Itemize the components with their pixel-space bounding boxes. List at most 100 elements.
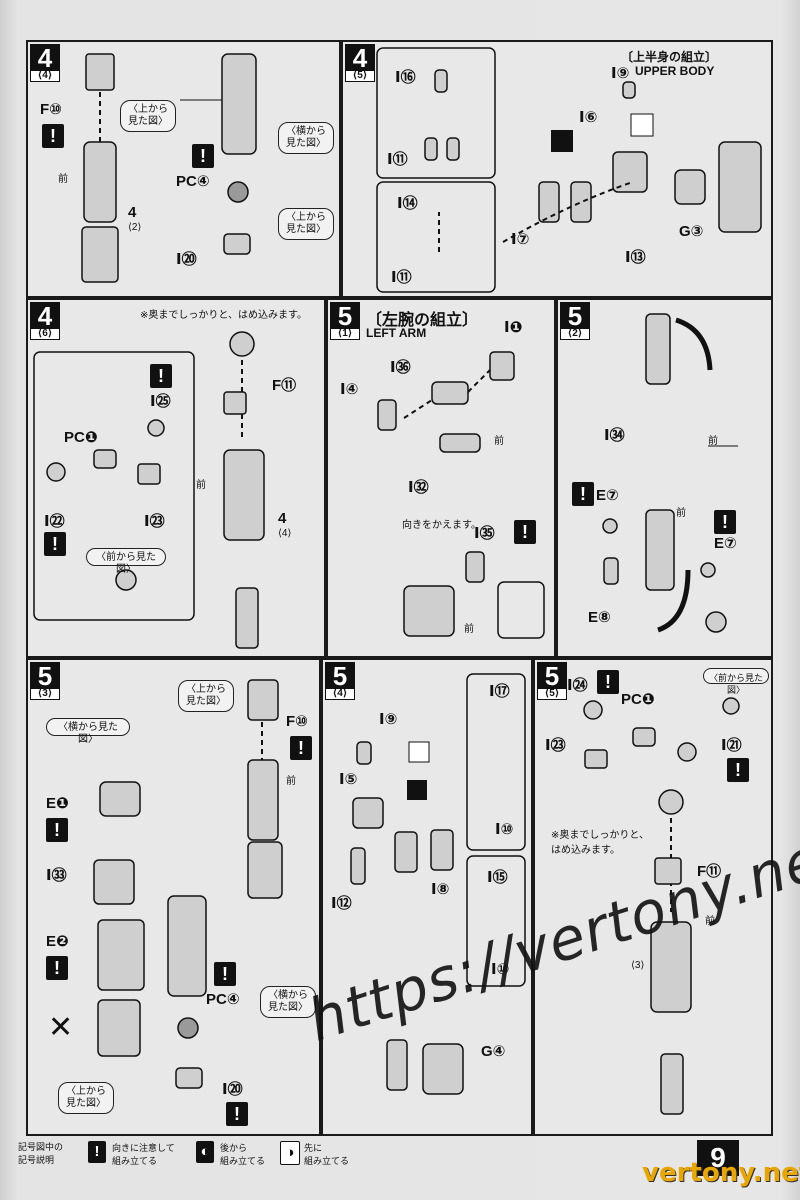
part-label-pc4: PC④ [206,991,240,1008]
assembly-illustration [376,47,762,293]
caution-icon: ! [192,144,214,168]
part-label-i23: Ⅰ㉓ [545,737,566,754]
ref-step-sub: ⟨2⟩ [128,222,142,233]
panel-5-3: 5⟨3⟩ 〈上から 見た図〉 〈横から見た図〉 F⑩ ! 前 E❶ ! Ⅰ㉝ E… [26,658,321,1136]
part-label-i33: Ⅰ㉝ [46,867,67,884]
step-badge: 5⟨2⟩ [560,302,590,340]
part-label-i17: Ⅰ⑰ [489,683,510,700]
front-label: 前 [708,436,718,447]
front-label: 前 [58,174,68,185]
part-label-i36: Ⅰ㊱ [390,359,411,376]
note-text: ※奥までしっかりと、 はめ込みます。 [551,830,649,856]
legend-text: 後から 組み立てる [220,1143,266,1166]
panel-5-2: 5⟨2⟩ Ⅰ㉞ 前 ! E⑦ 前 ! E⑦ E⑧ [556,298,773,658]
part-label-i12: Ⅰ⑫ [331,895,352,912]
part-label-i35: Ⅰ㉟ [474,525,495,542]
caution-icon: ! [226,1102,248,1126]
assembly-illustration [93,679,283,1089]
side-view-callout: 〈横から見た図〉 [46,718,130,745]
part-label-i16: Ⅰ⑯ [395,69,416,86]
step-badge: 5⟨5⟩ [537,662,567,700]
caution-icon: ! [714,510,736,534]
step-badge: 5⟨3⟩ [30,662,60,700]
part-label-i9: Ⅰ⑨ [379,711,398,728]
part-label-i11-b: Ⅰ⑪ [391,269,412,286]
part-label-g4: G④ [481,1043,506,1060]
part-label-i8: Ⅰ⑧ [431,881,450,898]
caution-icon: ! [597,670,619,694]
part-label-pc1: PC❶ [64,429,98,446]
page-number: 9 [697,1140,739,1176]
front-label: 前 [196,480,206,491]
caution-icon: ! [88,1141,106,1163]
caution-icon: ! [44,532,66,556]
half-circle-after-icon: ◐ [196,1141,214,1163]
ref-step-sub: ⟨3⟩ [631,960,645,971]
assembly-illustration [602,313,738,633]
part-label-f11: F⑪ [697,863,722,880]
assembly-illustration [350,673,526,1095]
legend-text: 先に 組み立てる [304,1143,350,1166]
front-label: 前 [494,436,504,447]
part-label-i1: Ⅰ❶ [504,319,523,336]
part-label-i6: Ⅰ⑥ [579,109,598,126]
side-view-callout-2: 〈横から 見た図〉 [260,986,316,1018]
part-label-e7: E⑦ [596,487,619,504]
caution-icon: ! [42,124,64,148]
caution-icon: ! [727,758,749,782]
front-label: 前 [705,916,715,927]
legend-text: 向きに注意して 組み立てる [112,1143,175,1166]
caution-icon: ! [46,956,68,980]
caution-icon: ! [572,482,594,506]
part-label-g3: G③ [679,223,704,240]
top-view-callout: 〈上から 見た図〉 [120,100,176,132]
caution-icon: ! [46,818,68,842]
part-label-i34: Ⅰ㉞ [604,427,625,444]
step-badge: 4⟨4⟩ [30,44,60,82]
part-label-i24: Ⅰ㉔ [567,677,588,694]
note-text: ※奥までしっかりと、はめ込みます。 [140,310,307,321]
panel-4-5: 4⟨5⟩ 〔上半身の組立〕 UPPER BODY Ⅰ⑯ Ⅰ⑪ Ⅰ⑭ Ⅰ⑪ Ⅰ⑨ … [341,40,773,298]
assembly-illustration [81,53,257,283]
assembly-illustration [377,351,545,639]
part-label-i7: Ⅰ⑦ [511,231,530,248]
panel-4-4: 4⟨4⟩ 〈上から 見た図〉 〈横から 見た図〉 〈上から 見た図〉 F⑩ ! … [26,40,341,298]
part-label-f11: F⑪ [272,377,297,394]
front-view-callout: 〈前から見た図〉 [86,548,166,575]
part-label-pc4: PC④ [176,173,210,190]
part-label-e1: E❶ [46,795,69,812]
panel-5-5: 5⟨5⟩ Ⅰ㉔ ! PC❶ 〈前から見た図〉 Ⅰ㉓ Ⅰ㉑ ! ※奥までしっかりと… [533,658,773,1136]
note-text: 向きをかえます。 [402,520,481,531]
part-label-i20: Ⅰ⑳ [222,1081,243,1098]
caution-icon: ! [514,520,536,544]
part-label-i5: Ⅰ⑤ [339,771,358,788]
part-label-i14: Ⅰ⑭ [397,195,418,212]
part-label-i21: Ⅰ㉑ [721,737,742,754]
part-label-f10: F⑩ [40,101,62,118]
caution-icon: ! [290,736,312,760]
panel-5-4: 5⟨4⟩ Ⅰ⑨ Ⅰ⑤ Ⅰ⑰ Ⅰ⑩ Ⅰ⑫ Ⅰ⑧ Ⅰ⑮ Ⅰ⑩ G④ [321,658,533,1136]
half-circle-before-icon: ◑ [280,1141,300,1165]
part-label-i10-b: Ⅰ⑩ [491,961,510,978]
part-label-pc1: PC❶ [621,691,655,708]
ref-step: 4 [278,510,287,527]
ref-step-sub: ⟨4⟩ [278,528,292,539]
part-label-i11: Ⅰ⑪ [387,151,408,168]
panel-5-1: 5⟨1⟩ 〔左腕の組立〕 LEFT ARM Ⅰ❶ Ⅰ④ Ⅰ㊱ Ⅰ㉜ 前 向きをか… [326,298,556,658]
step-badge: 4⟨6⟩ [30,302,60,340]
part-label-i9: Ⅰ⑨ [611,65,630,82]
top-view-callout-2: 〈上から 見た図〉 [278,208,334,240]
front-view-callout: 〈前から見た図〉 [703,668,769,695]
part-label-i32: Ⅰ㉜ [408,479,429,496]
part-label-i20: Ⅰ⑳ [176,251,197,268]
part-label-i22: Ⅰ㉒ [44,513,65,530]
assembly-illustration [583,697,740,1115]
part-label-f10: F⑩ [286,713,308,730]
part-label-i4: Ⅰ④ [340,381,359,398]
front-label-2: 前 [676,508,686,519]
top-view-callout: 〈上から 見た図〉 [178,680,234,712]
front-label-2: 前 [464,624,474,635]
part-label-i23: Ⅰ㉓ [144,513,165,530]
part-label-i15: Ⅰ⑮ [487,869,508,886]
